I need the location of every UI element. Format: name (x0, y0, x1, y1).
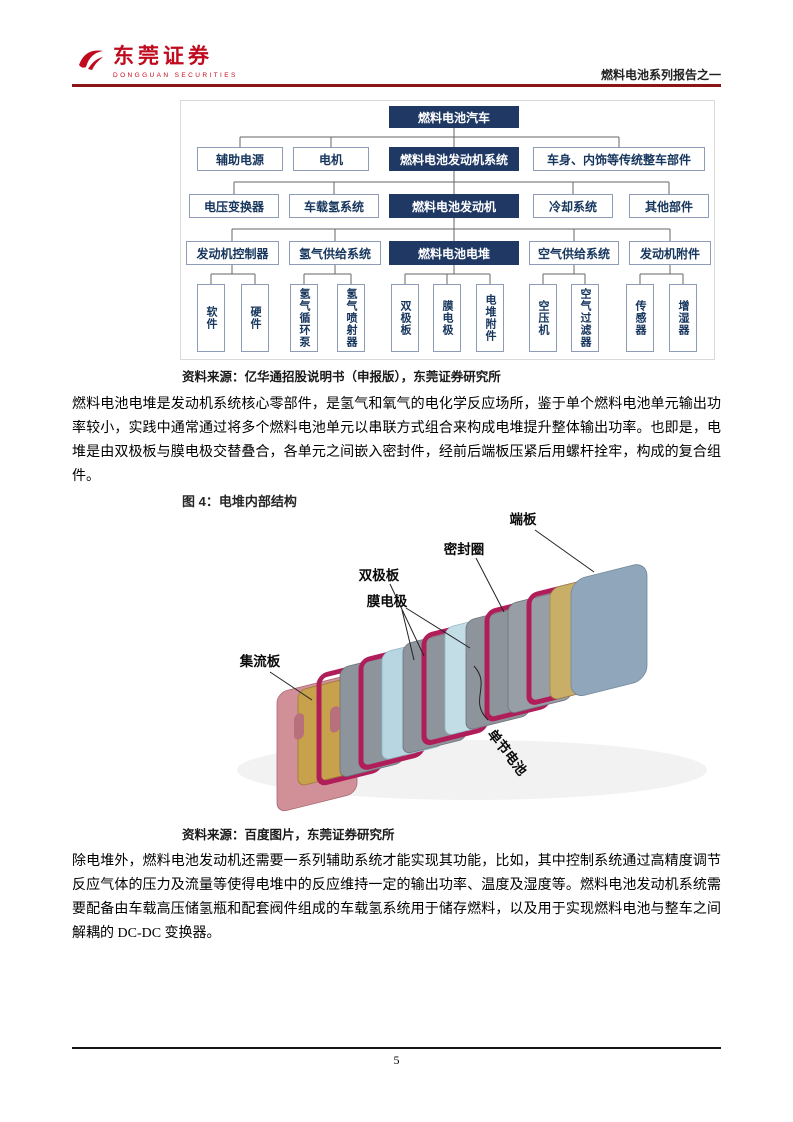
figure-caption: 图 4：电堆内部结构 (182, 494, 297, 509)
brand-name: 东莞证券 (113, 44, 213, 68)
node-motor: 电机 (293, 147, 369, 171)
brand-subtitle: DONGGUAN SECURITIES (113, 72, 238, 79)
stack-figure: 端板 密封圈 双极板 膜电极 集流板 单节电池 (72, 508, 721, 822)
label-mea: 膜电极 (367, 593, 408, 609)
page-number: 5 (393, 1053, 400, 1067)
node-cooling-system: 冷却系统 (533, 194, 613, 218)
node-mea: 膜电极 (433, 284, 461, 352)
node-vehicle: 燃料电池汽车 (389, 106, 519, 128)
node-engine-controller: 发动机控制器 (186, 241, 279, 265)
report-series-title: 燃料电池系列报告之一 (600, 68, 721, 82)
node-onboard-h2-system: 车载氢系统 (289, 194, 379, 218)
node-other-parts: 其他部件 (629, 194, 709, 218)
node-aux-power: 辅助电源 (197, 147, 283, 171)
plate-port (294, 713, 304, 740)
source-note-1: 资料来源：亿华通招股说明书（申报版），东莞证券研究所 (182, 370, 501, 384)
node-h2-injector: 氢气喷射器 (337, 284, 365, 352)
node-h2-supply-system: 氢气供给系统 (289, 241, 381, 265)
plate-port (330, 706, 340, 733)
node-hardware: 硬件 (241, 284, 269, 352)
node-air-filter: 空气过滤器 (571, 284, 599, 352)
label-bipolar-plate: 双极板 (359, 567, 400, 583)
node-sensor: 传感器 (626, 284, 654, 352)
body-paragraph-2: 除电堆外，燃料电池发动机还需要一系列辅助系统才能实现其功能，比如，其中控制系统通… (72, 854, 721, 941)
node-voltage-converter: 电压变换器 (189, 194, 279, 218)
node-humidifier: 增湿器 (669, 284, 697, 352)
stack-layers (276, 564, 648, 812)
node-air-compressor: 空压机 (529, 284, 557, 352)
node-h2-circulation-pump: 氢气循环泵 (290, 284, 318, 352)
header-rule (72, 84, 721, 87)
org-chart-connectors (210, 128, 684, 284)
org-chart: 燃料电池汽车 辅助电源 电机 燃料电池发动机系统 车身、内饰等传统整车部件 电压… (180, 100, 715, 360)
node-air-supply-system: 空气供给系统 (529, 241, 619, 265)
brand-swoosh-icon (79, 50, 103, 70)
node-body-parts: 车身、内饰等传统整车部件 (533, 147, 705, 171)
label-current-collector: 集流板 (239, 653, 281, 669)
connector-lines (210, 128, 684, 284)
endplate (570, 564, 648, 696)
node-engine-system: 燃料电池发动机系统 (389, 147, 519, 171)
label-seal-ring: 密封圈 (443, 541, 485, 557)
node-engine: 燃料电池发动机 (389, 194, 519, 218)
stack-exploded-view: 端板 密封圈 双极板 膜电极 集流板 单节电池 (237, 511, 707, 812)
source-note-2: 资料来源：百度图片，东莞证券研究所 (182, 828, 395, 842)
node-bipolar-plate: 双极板 (391, 284, 419, 352)
node-fuel-cell-stack: 燃料电池电堆 (389, 241, 519, 265)
node-stack-accessories: 电堆附件 (476, 284, 504, 352)
body-paragraph-1: 燃料电池电堆是发动机系统核心零部件，是氢气和氧气的电化学反应场所，鉴于单个燃料电… (72, 397, 721, 484)
label-endplate: 端板 (510, 511, 538, 527)
node-engine-accessories: 发动机附件 (629, 241, 711, 265)
node-software: 软件 (197, 284, 225, 352)
leader-lines (269, 529, 595, 721)
footer-rule (72, 1047, 721, 1049)
brand-logo: 东莞证券 DONGGUAN SECURITIES (76, 40, 238, 79)
